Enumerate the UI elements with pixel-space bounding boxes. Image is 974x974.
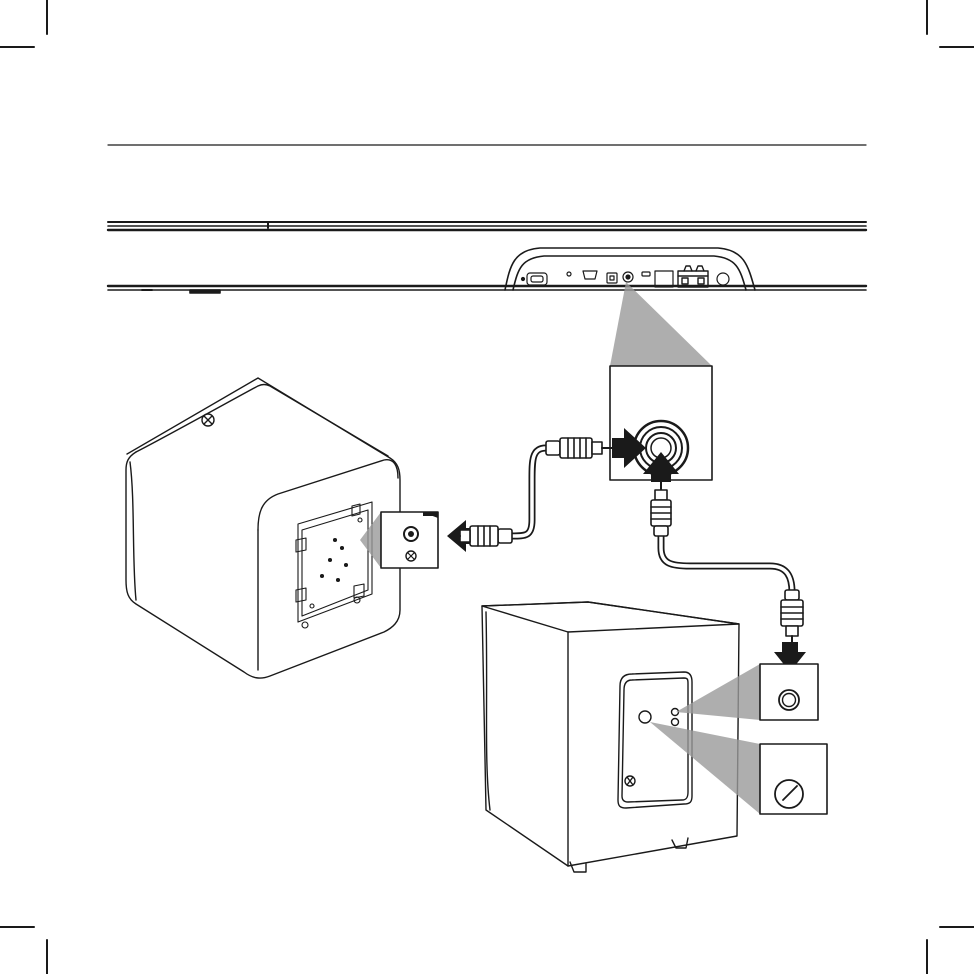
sub-out-port-icon — [623, 272, 633, 282]
ethernet-port-icon — [655, 271, 673, 287]
floor-sub-input-zoom — [760, 664, 818, 720]
reset-button-icon — [567, 272, 571, 276]
rca-plug-icon — [651, 482, 671, 536]
cube-subwoofer-with-wall-mount-plate — [126, 378, 400, 678]
wall-sub-input-zoom — [381, 512, 438, 568]
rca-plug-icon — [546, 438, 612, 458]
callout-beam — [360, 512, 381, 568]
wall-mount-plate-icon — [296, 502, 372, 628]
rca-cable-icon — [452, 438, 612, 546]
rca-plug-icon — [781, 590, 803, 643]
hdmi-port-icon — [583, 271, 597, 279]
speaker-terminal-icon — [678, 266, 708, 287]
rca-cable-icon — [651, 482, 803, 643]
power-port-icon — [522, 273, 548, 285]
soundbar — [108, 222, 866, 293]
optical-port-icon — [607, 273, 617, 283]
usb-port-icon — [642, 272, 650, 276]
callout-beam — [610, 282, 712, 366]
wireless-sync-button-icon — [717, 273, 729, 285]
level-knob-icon — [639, 711, 651, 723]
floor-sub-level-knob-zoom — [760, 744, 827, 814]
